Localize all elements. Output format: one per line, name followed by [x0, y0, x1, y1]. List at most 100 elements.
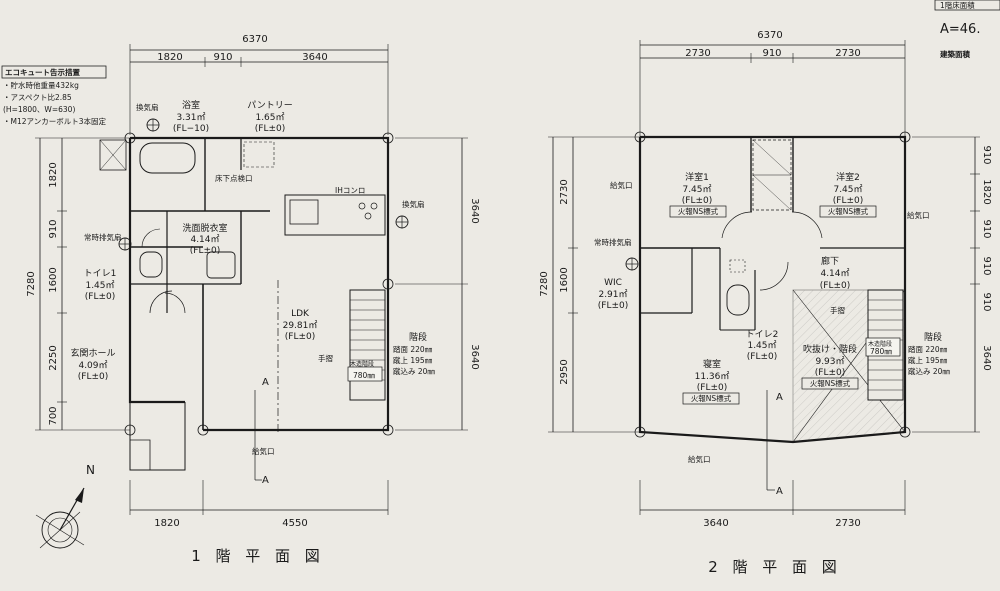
f1-toilet-name: トイレ1 — [84, 269, 117, 279]
f2-bed-fire: 火報NS標式 — [691, 393, 732, 403]
f1-dim-top-total: 6370 — [242, 34, 267, 45]
f1-vent-label-1: 換気扇 — [136, 102, 159, 112]
f2-toilet-area: 1.45㎡ — [747, 340, 776, 351]
f2-w2-name: 洋室2 — [836, 171, 860, 183]
f2-w1-area: 7.45㎡ — [682, 184, 711, 195]
f1-dim-bottom-1: 1820 — [154, 518, 179, 529]
f2-stairs-line-1: 踏面 220㎜ — [908, 344, 948, 354]
f1-wash-fl: (FL±0) — [190, 246, 220, 256]
eco-title: エコキュート告示措置 — [5, 67, 80, 77]
f2-void-fl: (FL±0) — [815, 368, 845, 378]
corner-line2: A=46. — [940, 22, 980, 37]
f2-toilet-name: トイレ2 — [746, 330, 779, 340]
f2-title: 2 階 平 面 図 — [708, 558, 842, 576]
f1-pantry-area: 1.65㎡ — [255, 112, 284, 123]
eco-line-4: ・M12アンカーボルト3本固定 — [3, 116, 106, 126]
f2-dim-top-total: 6370 — [757, 30, 782, 41]
f2-wic-name: WIC — [604, 278, 622, 288]
f2-w2-fire: 火報NS標式 — [828, 206, 869, 216]
f2-exhaust-label: 常時排気扇 — [594, 237, 632, 247]
f1-dim-top-3: 3640 — [302, 52, 327, 63]
f1-ldk-name: LDK — [291, 309, 310, 319]
f2-wic-area: 2.91㎡ — [598, 289, 627, 300]
corner-line1: 1階床面積 — [940, 0, 975, 10]
corner-notes: 1階床面積 A=46. 建築面積 — [934, 0, 1000, 59]
f1-toilet-fl: (FL±0) — [85, 292, 115, 302]
floor-2-labels: 6370 2730 910 2730 3640 2730 7280 2730 1… — [539, 30, 992, 576]
f2-dim-left-3: 2950 — [559, 359, 570, 384]
f1-exhaust-label: 常時排気扇 — [84, 232, 122, 242]
f1-ldk-area: 29.81㎡ — [283, 320, 318, 331]
f2-dim-left-1: 2730 — [559, 179, 570, 204]
f1-title: 1 階 平 面 図 — [191, 547, 325, 565]
f1-hall-fl: (FL±0) — [78, 372, 108, 382]
f1-dim-left-5: 700 — [48, 406, 59, 425]
f2-supply-label-3: 給気口 — [688, 454, 711, 464]
f1-ldk-fl: (FL±0) — [285, 332, 315, 342]
f1-section-a-bottom: A — [262, 475, 269, 486]
f1-hall-name: 玄関ホール — [70, 347, 115, 359]
f1-stairs-line-2: 蹴上 195㎜ — [393, 355, 433, 365]
f1-supply-label: 給気口 — [252, 446, 275, 456]
f1-stair-box-label: 木造階段 — [350, 360, 374, 368]
f2-section-a-top: A — [776, 392, 783, 403]
f1-dim-left-total: 7280 — [26, 271, 37, 296]
f2-corridor-fl: (FL±0) — [820, 281, 850, 291]
f1-wash-name: 洗面脱衣室 — [182, 222, 227, 234]
f2-void-name: 吹抜け・階段 — [803, 343, 857, 355]
f1-dim-left-4: 2250 — [48, 345, 59, 370]
floor-1-plan — [35, 44, 468, 515]
f2-dim-right-1: 910 — [981, 145, 992, 164]
f1-toilet-area: 1.45㎡ — [85, 280, 114, 291]
f2-w2-area: 7.45㎡ — [833, 184, 862, 195]
f1-stairs-name: 階段 — [409, 331, 427, 343]
f1-stair-width-label: 780㎜ — [353, 371, 375, 380]
f1-section-a-top: A — [262, 377, 269, 388]
eco-line-1: ・貯水時他重量432kg — [3, 80, 79, 90]
floor-2-plan — [548, 40, 980, 515]
f1-pantry-fl: (FL±0) — [255, 124, 285, 134]
f2-void-area: 9.93㎡ — [815, 356, 844, 367]
f2-dim-top-1: 2730 — [685, 48, 710, 59]
f2-dim-right-4: 910 — [981, 256, 992, 275]
f1-dim-top-1: 1820 — [157, 52, 182, 63]
f2-stairs-line-3: 蹴込み 20㎜ — [908, 366, 950, 376]
f2-dim-bottom-2: 2730 — [835, 518, 860, 529]
f1-stairs-line-1: 踏面 220㎜ — [393, 344, 433, 354]
corner-line3: 建築面積 — [939, 49, 970, 59]
north-compass: N — [35, 463, 95, 549]
f2-dim-top-2: 910 — [762, 48, 781, 59]
f1-dim-right-1: 3640 — [469, 198, 480, 223]
f2-bed-area: 11.36㎡ — [695, 371, 730, 382]
f2-w2-fl: (FL±0) — [833, 196, 863, 206]
f1-dim-top-2: 910 — [213, 52, 232, 63]
eco-line-3: (H=1800、W=630) — [3, 105, 75, 114]
floor-1-labels: 6370 1820 910 3640 1820 4550 7280 1820 9… — [26, 34, 480, 565]
eco-line-2: ・アスペクト比2.85 — [3, 92, 72, 102]
f2-w1-fire: 火報NS標式 — [678, 206, 719, 216]
f2-void-fire: 火報NS標式 — [810, 378, 851, 388]
f1-stairs-line-3: 蹴込み 20㎜ — [393, 366, 435, 376]
f2-bed-fl: (FL±0) — [697, 383, 727, 393]
f1-dim-left-2: 910 — [48, 219, 59, 238]
f2-stairs-name: 階段 — [924, 331, 942, 343]
f2-corridor-area: 4.14㎡ — [820, 268, 849, 279]
f1-dim-left-3: 1600 — [48, 267, 59, 292]
f2-dim-right-3: 910 — [981, 219, 992, 238]
f1-dim-left-1: 1820 — [48, 162, 59, 187]
f2-stair-box-label: 木造階段 — [868, 340, 892, 348]
f1-wash-area: 4.14㎡ — [190, 234, 219, 245]
f2-supply-label-1: 給気口 — [610, 180, 633, 190]
f2-dim-right-5: 910 — [981, 292, 992, 311]
f1-bath-name: 浴室 — [182, 99, 200, 111]
f1-bath-fl: (FL−10) — [173, 124, 209, 134]
f1-bath-area: 3.31㎡ — [176, 112, 205, 123]
f2-stair-width-label: 780㎜ — [870, 347, 892, 356]
f2-dim-top-3: 2730 — [835, 48, 860, 59]
f1-ih-label: IHコンロ — [335, 186, 365, 195]
f2-dim-right-6: 3640 — [981, 345, 992, 370]
f2-corridor-name: 廊下 — [821, 255, 839, 267]
eco-note: エコキュート告示措置 ・貯水時他重量432kg ・アスペクト比2.85 (H=1… — [1, 65, 106, 126]
